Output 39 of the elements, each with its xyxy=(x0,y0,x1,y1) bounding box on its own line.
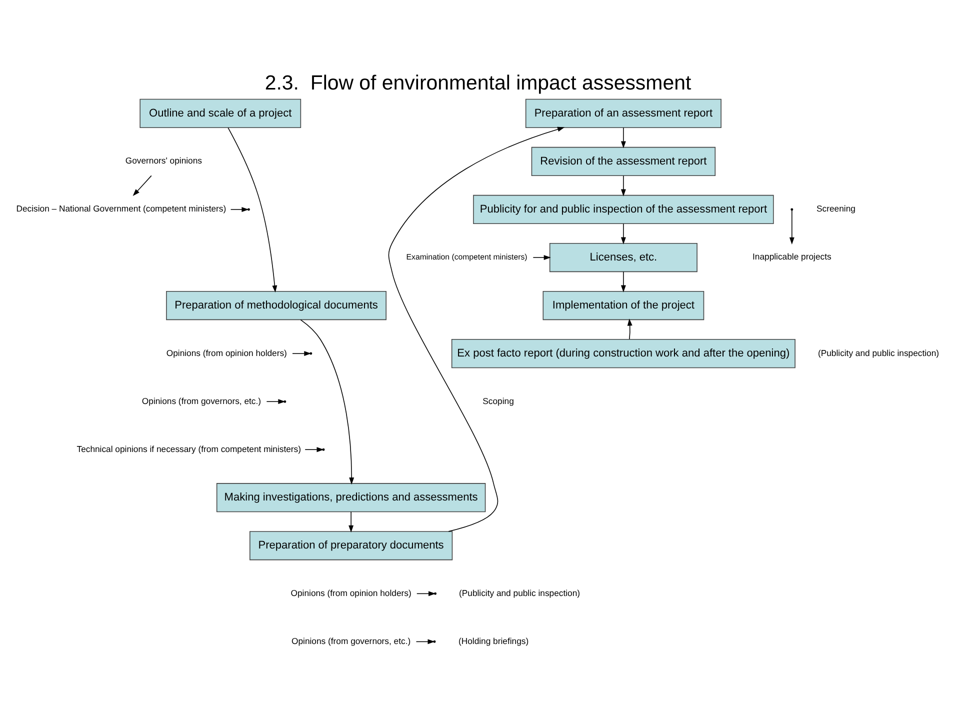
arrow xyxy=(228,126,278,292)
node-box: Preparation of preparatory documents xyxy=(250,530,453,560)
node-box: Implementation of the project xyxy=(542,290,704,320)
node-text: Inapplicable projects xyxy=(752,251,832,262)
label: Screening xyxy=(816,203,856,214)
node-text: Governors' opinions xyxy=(125,155,202,166)
arrow xyxy=(416,638,435,644)
node-text: Opinions (from governors, etc.) xyxy=(142,395,262,406)
arrow xyxy=(620,270,626,292)
node-box: Licenses, etc. xyxy=(549,242,698,272)
node-text: Examination (competent ministers) xyxy=(406,252,528,261)
label: (Holding briefings) xyxy=(458,635,529,646)
arrow xyxy=(300,318,354,484)
arrow xyxy=(388,126,565,532)
arrow xyxy=(620,174,626,196)
node-text: Opinions (from opinion holders) xyxy=(166,347,287,358)
node-box: Ex post facto report (during construction work and after the opening) xyxy=(451,338,796,368)
node-box: Preparation of an assessment report xyxy=(525,98,722,128)
node-box: Publicity for and public inspection of the assessment report xyxy=(473,194,774,224)
node-text: Opinions (from opinion holders) xyxy=(290,587,412,598)
arrow xyxy=(348,510,354,532)
arrow xyxy=(620,126,626,148)
arrow xyxy=(132,174,152,196)
arrow xyxy=(627,318,632,340)
node-box: Revision of the assessment report xyxy=(531,146,716,176)
node-box: Outline and scale of a project xyxy=(140,98,302,128)
node-text: Technical opinions if necessary (from competent ministers) xyxy=(76,443,302,454)
node-box: Making investigations, predictions and assessments xyxy=(216,482,486,512)
label: (Publicity and public inspection) xyxy=(818,347,940,358)
node-text: Decision – National Government (competent ministers) xyxy=(16,203,226,214)
arrow xyxy=(620,222,626,244)
arrow xyxy=(532,254,551,260)
label: Scoping xyxy=(482,395,514,406)
arrow xyxy=(230,206,249,212)
node-text: Opinions (from governors, etc.) xyxy=(292,635,411,646)
diagram-title: 2.3. Flow of environmental impact assessment xyxy=(264,71,692,94)
node-box: Preparation of methodological documents xyxy=(166,290,386,320)
arrow xyxy=(789,210,794,244)
label: (Publicity and public inspection) xyxy=(459,587,580,598)
